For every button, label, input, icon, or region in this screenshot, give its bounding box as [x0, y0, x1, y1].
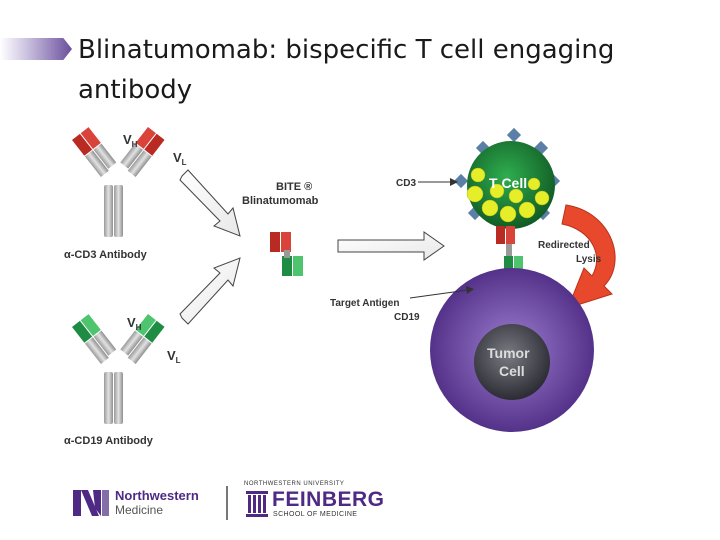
- title-line-2: antibody: [78, 75, 193, 105]
- target-pointer-head: [466, 286, 474, 294]
- cd3-pointer-head: [450, 178, 458, 186]
- cd19-right-heavy-tip: [144, 320, 165, 343]
- feinberg-name: FEINBERG: [272, 488, 385, 511]
- school-of-medicine-text: SCHOOL OF MEDICINE: [273, 511, 358, 518]
- title-line-1: Blinatumomab: bispecific T cell engaging: [78, 35, 615, 65]
- title-accent-bar: [0, 38, 72, 60]
- lysis-label: Lysis: [576, 254, 602, 265]
- cell-label: Cell: [499, 363, 525, 379]
- cd19-right-light-tip: [135, 314, 156, 336]
- anti-cd19-antibody: VH VL α-CD19 Antibody: [64, 314, 181, 447]
- medicine-name: Medicine: [115, 503, 164, 517]
- feinberg-columns-icon: [246, 491, 268, 517]
- northwestern-medicine-logo-mark: [73, 490, 109, 516]
- northwestern-name: Northwestern: [115, 488, 199, 503]
- cd19-antibody-label: α-CD19 Antibody: [64, 435, 154, 447]
- target-pointer-line: [409, 289, 469, 299]
- cd19-vl-label: VL: [167, 348, 181, 365]
- cd3-antibody-label: α-CD3 Antibody: [64, 249, 148, 261]
- anti-cd3-antibody: VH VL α-CD3 Antibody: [64, 127, 187, 261]
- cd19-left-light-tip: [80, 314, 101, 336]
- cd3-left-light-tip: [80, 127, 101, 149]
- tumor-label: Tumor: [487, 345, 530, 361]
- bound-bite: [496, 226, 523, 274]
- blinatumomab-label: Blinatumomab: [242, 195, 319, 207]
- cd3-left-heavy-tip: [72, 133, 93, 156]
- target-antigen-label: Target Antigen: [330, 298, 399, 309]
- cd19-vh-label: VH: [127, 315, 142, 332]
- bite-molecule: [270, 232, 303, 276]
- tumor-cell: Tumor Cell: [430, 268, 594, 432]
- northwestern-medicine-logo-text: Northwestern Medicine: [115, 488, 199, 518]
- footer-separator: [226, 486, 228, 520]
- t-cell-label: T Cell: [489, 175, 527, 191]
- converging-arrow-upper: [179, 169, 241, 237]
- cd19-left-heavy-tip: [72, 320, 93, 343]
- cd3-vh-label: VH: [123, 132, 138, 149]
- converging-arrow-lower: [179, 257, 241, 325]
- cd19-label: CD19: [394, 312, 420, 323]
- redirected-label: Redirected: [538, 240, 590, 251]
- slide-title: Blinatumomab: bispecific T cell engaging…: [78, 30, 698, 110]
- northwestern-university-text: NORTHWESTERN UNIVERSITY: [244, 481, 345, 487]
- cd3-label: CD3: [396, 178, 416, 189]
- cd3-right-heavy-tip: [144, 133, 165, 156]
- cd3-right-light-tip: [135, 127, 156, 149]
- cd3-vl-label: VL: [173, 150, 187, 167]
- main-arrow: [337, 231, 445, 261]
- bite-label: BITE ®: [276, 181, 312, 193]
- redirected-lysis-arrow: [561, 204, 616, 309]
- feinberg-logo: NORTHWESTERN UNIVERSITY FEINBERG SCHOOL …: [244, 481, 384, 518]
- t-cell: T Cell: [453, 127, 561, 229]
